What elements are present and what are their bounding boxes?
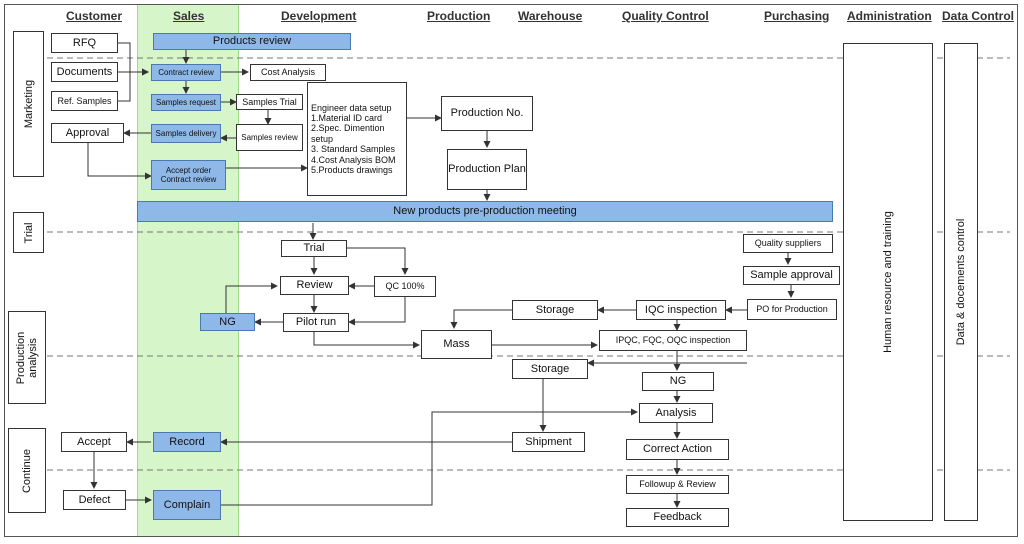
header-purchasing: Purchasing (764, 9, 830, 23)
node-documents: Documents (51, 62, 118, 82)
header-customer: Customer (66, 9, 123, 23)
connector-arrow (347, 247, 409, 275)
node-storage-inbound: Storage (512, 300, 598, 320)
header-warehouse: Warehouse (518, 9, 583, 23)
header-data-control: Data Control (942, 9, 1014, 23)
node-ipqc-inspection: IPQC, FQC, OQC inspection (599, 330, 747, 351)
node-defect: Defect (63, 490, 126, 510)
node-correct-action: Correct Action (626, 439, 729, 460)
node-production-no: Production No. (441, 96, 533, 131)
node-po-production: PO for Production (747, 299, 837, 320)
node-pilot-run: Pilot run (283, 313, 349, 332)
node-ref-samples: Ref. Samples (51, 91, 118, 111)
node-sample-approval: Sample approval (743, 266, 840, 285)
node-quality-suppliers: Quality suppliers (743, 234, 833, 253)
node-products-review: Products review (153, 33, 351, 50)
node-samples-review: Samples review (236, 124, 303, 151)
header-administration: Administration (847, 9, 932, 23)
phase-production-analysis: Production analysis (8, 311, 46, 404)
node-approval: Approval (51, 123, 124, 143)
phase-trial: Trial (13, 212, 44, 253)
node-cost-analysis: Cost Analysis (250, 64, 326, 81)
header-production: Production (427, 9, 491, 23)
node-samples-delivery: Samples delivery (151, 124, 221, 143)
node-samples-trial: Samples Trial (236, 94, 303, 110)
node-rfq: RFQ (51, 33, 118, 53)
node-engineer-data-setup: Engineer data setup 1.Material ID card 2… (307, 82, 407, 196)
node-preproduction-meeting: New products pre-production meeting (137, 201, 833, 222)
node-samples-request: Samples request (151, 94, 221, 111)
node-contract-review: Contract review (151, 64, 221, 81)
header-sales: Sales (173, 9, 205, 23)
connector-line (118, 72, 131, 102)
node-analysis: Analysis (639, 403, 713, 423)
node-accept-order: Accept order Contract review (151, 160, 226, 190)
header-development: Development (281, 9, 357, 23)
node-review: Review (280, 276, 349, 295)
connector-arrow (225, 282, 278, 313)
node-production-plan: Production Plan (447, 149, 527, 190)
node-followup-review: Followup & Review (626, 475, 729, 494)
diagram-frame (4, 4, 1018, 537)
node-accept: Accept (61, 432, 127, 452)
phase-marketing: Marketing (13, 31, 44, 177)
header-quality-control: Quality Control (622, 9, 709, 23)
node-shipment: Shipment (512, 432, 585, 452)
connector-arrow (450, 309, 512, 329)
node-iqc-inspection: IQC inspection (636, 300, 726, 320)
data-control-column: Data & docements control (944, 43, 978, 521)
node-complain: Complain (153, 490, 221, 520)
connector-arrow (313, 332, 420, 349)
connector-arrow (221, 408, 638, 506)
connector-arrow (87, 143, 152, 180)
node-feedback: Feedback (626, 508, 729, 527)
node-storage-finished: Storage (512, 359, 588, 379)
node-trial: Trial (281, 240, 347, 257)
node-qc-100: QC 100% (374, 276, 436, 297)
node-ng-qc: NG (642, 372, 714, 391)
node-ng-sales: NG (200, 313, 255, 331)
node-mass: Mass (421, 330, 492, 359)
hr-training-column: Human resource and training (843, 43, 933, 521)
connector-arrow (348, 297, 406, 326)
phase-continue: Continue (8, 428, 46, 513)
node-record: Record (153, 432, 221, 452)
